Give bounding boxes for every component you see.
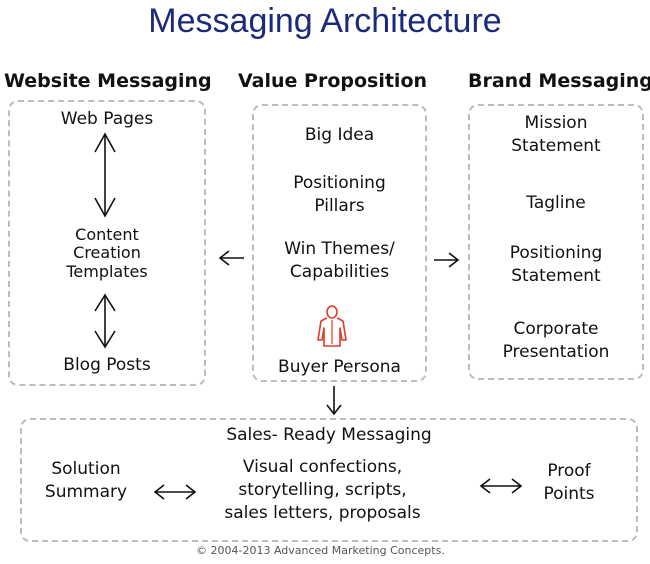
brand-messaging-box	[468, 104, 644, 380]
big-idea-label: Big Idea	[304, 125, 375, 145]
value-proposition-box	[252, 104, 427, 382]
win-themes-label: Win Themes/ Capabilities	[284, 239, 395, 282]
double-arrow-vertical-icon	[94, 293, 116, 349]
copyright-text: © 2004-2013 Advanced Marketing Concepts.	[196, 544, 445, 557]
arrow-down-icon	[326, 386, 342, 416]
website-messaging-heading: Website Messaging	[4, 70, 212, 92]
visual-confections-label: Visual confections, storytelling, script…	[224, 457, 421, 523]
sales-ready-box	[20, 418, 638, 542]
positioning-statement-label: Positioning Statement	[509, 243, 603, 286]
value-proposition-heading: Value Proposition	[238, 70, 428, 92]
double-arrow-horizontal-icon	[479, 478, 523, 494]
proof-points-label: Proof Points	[543, 461, 595, 504]
blog-posts-label: Blog Posts	[63, 355, 151, 375]
solution-summary-label: Solution Summary	[44, 459, 128, 502]
positioning-pillars-label: Positioning Pillars	[293, 173, 386, 216]
sales-ready-heading: Sales- Ready Messaging	[226, 425, 432, 445]
brand-messaging-heading: Brand Messaging	[468, 70, 650, 92]
buyer-persona-label: Buyer Persona	[278, 357, 401, 377]
content-creation-templates-label: Content Creation Templates	[66, 225, 148, 281]
web-pages-label: Web Pages	[60, 109, 154, 129]
tagline-label: Tagline	[526, 193, 586, 213]
arrow-right-icon	[434, 252, 460, 268]
corporate-presentation-label: Corporate Presentation	[502, 319, 610, 362]
double-arrow-horizontal-icon	[153, 484, 197, 500]
person-icon	[317, 305, 347, 347]
arrow-left-icon	[218, 250, 244, 266]
mission-statement-label: Mission Statement	[511, 113, 601, 156]
website-messaging-box	[8, 100, 206, 386]
page-title: Messaging Architecture	[148, 2, 502, 40]
double-arrow-vertical-icon	[94, 132, 116, 218]
